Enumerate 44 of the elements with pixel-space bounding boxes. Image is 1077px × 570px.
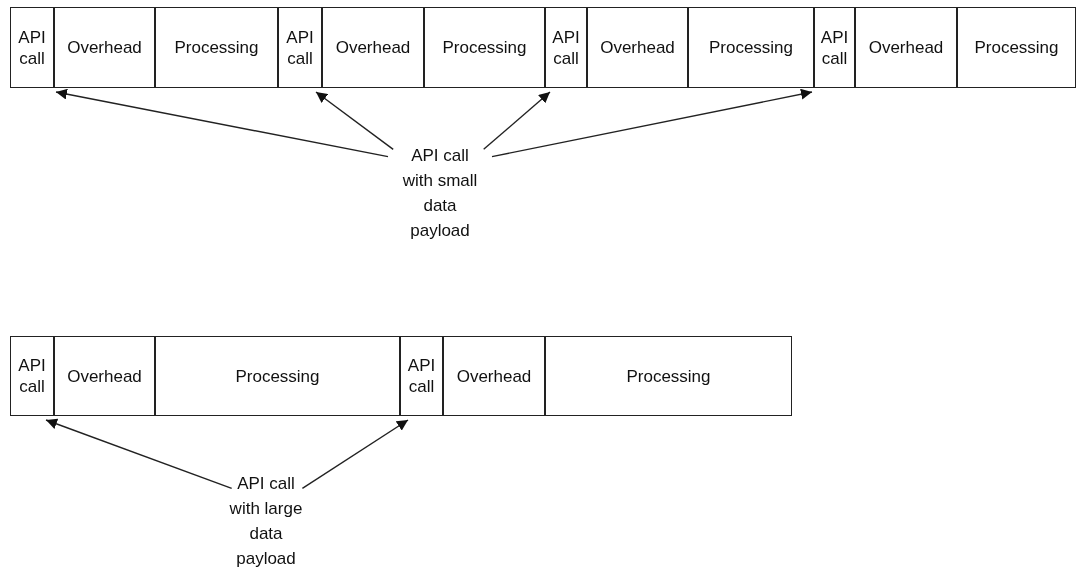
segment-label: Overhead bbox=[600, 37, 675, 58]
caption-text: API call with small data payload bbox=[401, 145, 479, 242]
timeline-segment bbox=[322, 7, 424, 88]
segment-label: API call bbox=[819, 26, 850, 69]
timeline-segment bbox=[10, 336, 54, 416]
segment-label: Overhead bbox=[868, 37, 944, 58]
timeline-segment bbox=[155, 336, 400, 416]
timeline-segment bbox=[155, 7, 278, 88]
segment-label: Processing bbox=[708, 37, 794, 58]
segment-label: Processing bbox=[442, 37, 527, 58]
segment-label: Processing bbox=[974, 37, 1059, 58]
timeline-segment bbox=[688, 7, 814, 88]
segment-label: Processing bbox=[174, 37, 259, 58]
timeline-segment bbox=[443, 336, 545, 416]
timeline-segment bbox=[545, 7, 587, 88]
arrow bbox=[483, 91, 551, 150]
timeline-segment bbox=[957, 7, 1076, 88]
timeline-segment bbox=[54, 336, 155, 416]
timeline-segment bbox=[587, 7, 688, 88]
caption-text: API call with large data payload bbox=[228, 473, 304, 570]
segment-label: API call bbox=[406, 355, 437, 397]
segment-label: API call bbox=[285, 26, 315, 69]
segment-label: Processing bbox=[626, 365, 711, 387]
segment-label: API call bbox=[17, 26, 47, 69]
timeline-segment bbox=[400, 336, 443, 416]
arrow bbox=[315, 91, 394, 150]
segment-label: Processing bbox=[235, 365, 320, 387]
timeline-segment bbox=[855, 7, 957, 88]
segment-label: API call bbox=[17, 355, 47, 397]
segment-label: API call bbox=[551, 26, 581, 69]
timeline-segment bbox=[278, 7, 322, 88]
arrow bbox=[55, 88, 389, 158]
timeline-segment bbox=[54, 7, 155, 88]
timeline-segment bbox=[424, 7, 545, 88]
arrow bbox=[491, 88, 813, 158]
segment-label: Overhead bbox=[67, 365, 142, 387]
segment-label: Overhead bbox=[456, 365, 532, 387]
timeline-segment bbox=[545, 336, 792, 416]
segment-label: Overhead bbox=[335, 37, 411, 58]
timeline-segment bbox=[10, 7, 54, 88]
timeline-segment bbox=[814, 7, 855, 88]
arrow bbox=[45, 418, 233, 490]
arrow bbox=[301, 419, 409, 490]
segment-label: Overhead bbox=[67, 37, 142, 58]
